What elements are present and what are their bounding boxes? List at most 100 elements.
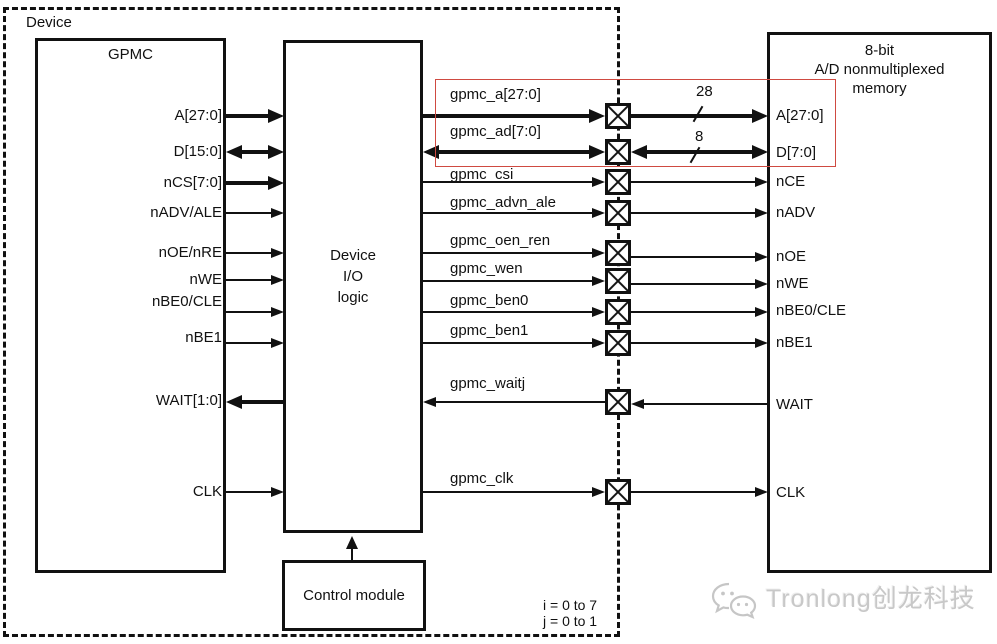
arrowhead	[271, 487, 284, 497]
mid-signal-waitj-label: gpmc_waitj	[450, 375, 526, 392]
wire	[226, 491, 273, 493]
wire	[423, 311, 594, 313]
memory-signal-nbe0-label: nBE0/CLE	[776, 302, 847, 319]
memory-signal-nbe1-label: nBE1	[776, 334, 813, 351]
gpmc-signal-d-label: D[15:0]	[173, 143, 222, 160]
arrowhead	[268, 109, 284, 123]
wire	[423, 491, 594, 493]
mid-signal-advn-label: gpmc_advn_ale	[450, 194, 556, 211]
arrowhead	[592, 276, 605, 286]
memory-title-line3: memory	[852, 80, 907, 97]
note-j-range: j = 0 to 1	[543, 613, 598, 629]
io-buffer-icon	[605, 299, 631, 325]
wire	[631, 311, 757, 313]
arrowhead	[755, 279, 768, 289]
bus-width-a-label: 28	[696, 83, 713, 100]
arrowhead	[589, 145, 605, 159]
wire	[226, 114, 270, 118]
wire	[226, 342, 273, 344]
highlight-rectangle	[435, 79, 836, 167]
arrowhead	[271, 275, 284, 285]
control-module-label: Control module	[303, 587, 405, 604]
wire	[631, 491, 757, 493]
memory-signal-d-label: D[7:0]	[776, 144, 817, 161]
arrowhead	[631, 399, 644, 409]
arrowhead	[592, 307, 605, 317]
gpmc-signal-nadv-label: nADV/ALE	[150, 204, 222, 221]
arrowhead	[592, 338, 605, 348]
arrowhead	[755, 252, 768, 262]
wire	[631, 256, 757, 258]
arrowhead	[271, 307, 284, 317]
memory-signal-a-label: A[27:0]	[776, 107, 824, 124]
gpmc-signal-noe-label: nOE/nRE	[158, 244, 222, 261]
arrowhead	[752, 109, 768, 123]
mid-signal-ad-label: gpmc_ad[7:0]	[450, 123, 541, 140]
wire	[226, 279, 273, 281]
wire	[226, 252, 273, 254]
mid-signal-ben1-label: gpmc_ben1	[450, 322, 529, 339]
wire	[423, 342, 594, 344]
gpmc-signal-ncs-label: nCS[7:0]	[163, 174, 222, 191]
device-label: Device	[26, 14, 72, 31]
wire	[631, 342, 757, 344]
arrowhead	[423, 397, 436, 407]
wire	[240, 400, 284, 404]
wire	[226, 311, 273, 313]
arrowhead	[592, 177, 605, 187]
arrowhead	[755, 307, 768, 317]
gpmc-signal-nwe-label: nWE	[189, 271, 222, 288]
wire	[437, 150, 591, 154]
gpmc-box	[35, 38, 226, 573]
mid-signal-clk-label: gpmc_clk	[450, 470, 514, 487]
wire	[643, 403, 768, 405]
wire	[423, 280, 594, 282]
io-logic-box	[283, 40, 423, 533]
arrowhead	[755, 177, 768, 187]
io-buffer-icon	[605, 479, 631, 505]
wire	[435, 401, 605, 403]
io-logic-title-line2: I/O	[342, 268, 363, 285]
gpmc-signal-a-label: A[27:0]	[174, 107, 222, 124]
io-buffer-icon	[605, 139, 631, 165]
control-module-wire	[351, 549, 353, 561]
arrowhead	[226, 145, 242, 159]
wire	[423, 252, 594, 254]
memory-signal-nwe-label: nWE	[776, 275, 809, 292]
gpmc-signal-nbe0-label: nBE0/CLE	[151, 293, 222, 310]
io-logic-title-line3: logic	[337, 289, 369, 306]
io-buffer-icon	[605, 268, 631, 294]
memory-title-line2: A/D nonmultiplexed	[814, 61, 945, 78]
io-buffer-icon	[605, 330, 631, 356]
arrowhead	[755, 487, 768, 497]
gpmc-signal-nbe1-label: nBE1	[185, 329, 222, 346]
io-logic-title-line1: Device	[330, 247, 376, 264]
arrowhead	[631, 145, 647, 159]
control-module-box	[282, 560, 426, 631]
gpmc-title: GPMC	[108, 46, 153, 63]
wire	[423, 114, 591, 118]
mid-signal-oen-label: gpmc_oen_ren	[450, 232, 551, 249]
wire	[631, 212, 757, 214]
memory-signal-nce-label: nCE	[776, 173, 806, 190]
mid-signal-a-label: gpmc_a[27:0]	[450, 86, 541, 103]
arrowhead	[271, 248, 284, 258]
memory-signal-noe-label: nOE	[776, 248, 807, 265]
memory-signal-clk-label: CLK	[776, 484, 806, 501]
wechat-logo-icon	[711, 582, 757, 619]
arrowhead	[589, 109, 605, 123]
arrowhead	[271, 338, 284, 348]
mid-signal-csi-label: gpmc_csi	[450, 166, 514, 183]
wire	[645, 150, 754, 154]
wire	[240, 150, 270, 154]
wire	[226, 181, 270, 185]
io-buffer-icon	[605, 103, 631, 129]
wire	[631, 283, 757, 285]
io-buffer-icon	[605, 169, 631, 195]
bus-width-ad-label: 8	[695, 128, 704, 145]
watermark-text: Tronlong创龙科技	[766, 585, 976, 613]
arrowhead	[592, 248, 605, 258]
arrowhead	[755, 338, 768, 348]
wire	[423, 181, 594, 183]
arrowhead	[755, 208, 768, 218]
